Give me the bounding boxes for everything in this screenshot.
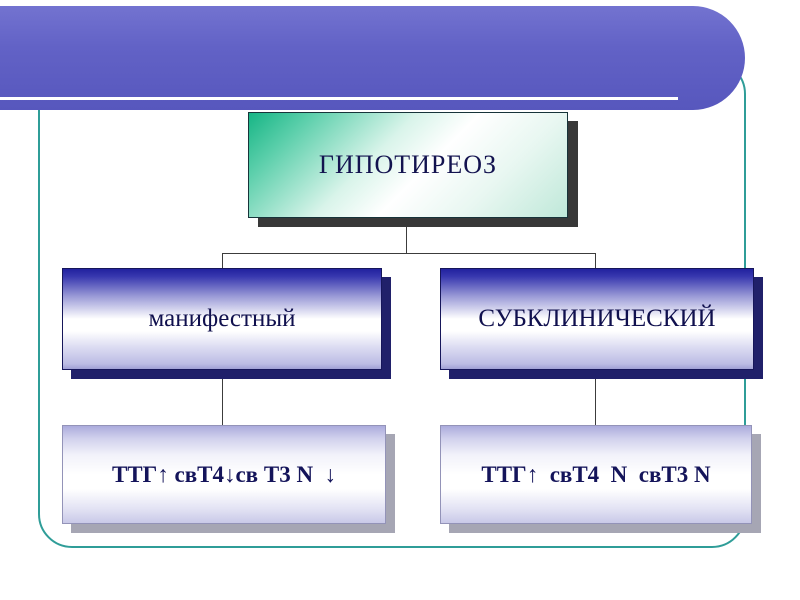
connector-right-stub — [595, 253, 596, 268]
branch-subclinical-label: СУБКЛИНИЧЕСКИЙ — [478, 305, 716, 332]
subclinical-labs-text: ТТГ↑ свТ4 N свТ3 N — [481, 461, 711, 487]
root-node-hypothyroidism: ГИПОТИРЕОЗ — [248, 112, 568, 218]
connector-left-result — [222, 368, 223, 425]
manifest-labs-text: ТТГ↑ свТ4↓св Т3 N ↓ — [111, 461, 337, 487]
banner-stripe — [0, 97, 679, 100]
branch-node-subclinical: СУБКЛИНИЧЕСКИЙ — [440, 268, 754, 370]
top-banner — [0, 6, 745, 110]
connector-right-result — [595, 368, 596, 425]
branch-manifest-label: манифестный — [148, 305, 296, 332]
result-node-manifest-labs: ТТГ↑ свТ4↓св Т3 N ↓ — [62, 425, 386, 524]
connector-left-stub — [222, 253, 223, 268]
connector-horizontal — [222, 253, 596, 254]
connector-root-vertical — [406, 216, 407, 253]
result-node-subclinical-labs: ТТГ↑ свТ4 N свТ3 N — [440, 425, 752, 524]
branch-node-manifest: манифестный — [62, 268, 382, 370]
root-node-label: ГИПОТИРЕОЗ — [318, 150, 498, 179]
